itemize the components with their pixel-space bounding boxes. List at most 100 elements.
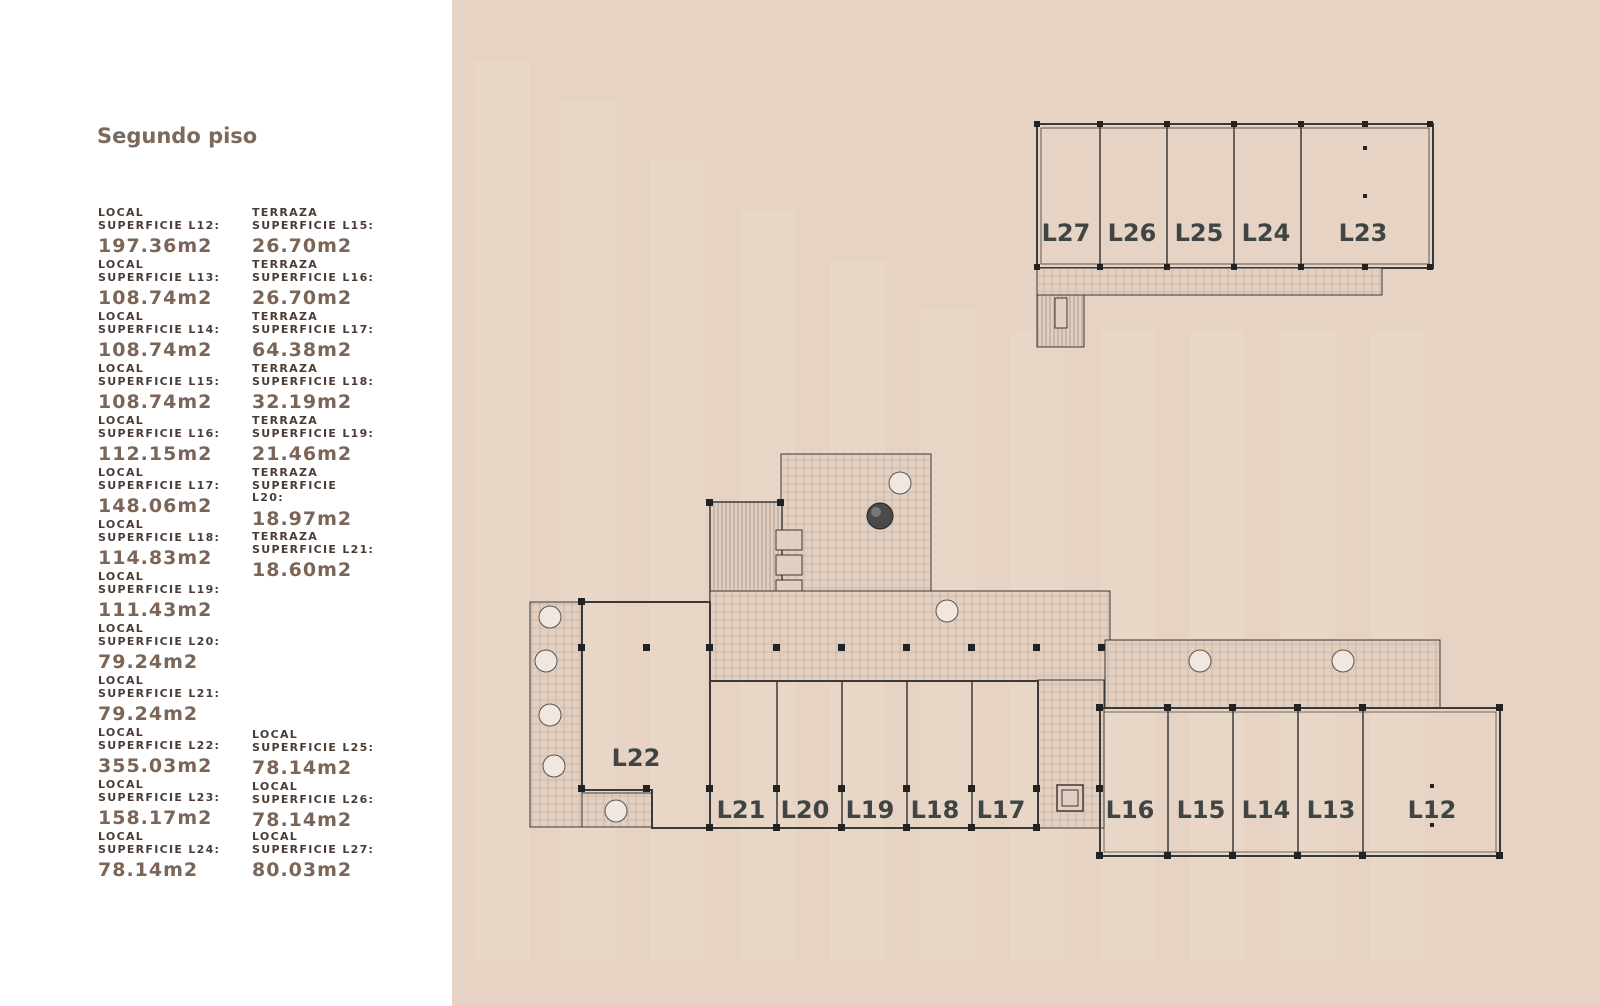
bottom-columns [578, 499, 1503, 859]
spec-item: LOCAL SUPERFICIE L22: 355.03m2 [98, 726, 243, 777]
spec-item: LOCAL SUPERFICIE L23: 158.17m2 [98, 778, 243, 829]
spec-type: LOCAL [98, 778, 145, 791]
spec-value: 26.70m2 [252, 287, 353, 309]
spec-type: TERRAZA [252, 414, 319, 427]
spec-value: 108.74m2 [98, 339, 213, 361]
spec-item: TERRAZA SUPERFICIE L16: 26.70m2 [252, 258, 397, 309]
spec-type: LOCAL [98, 466, 145, 479]
spec-item: TERRAZA SUPERFICIE L21: 18.60m2 [252, 530, 397, 581]
spec-label: SUPERFICIE L18: [98, 530, 221, 544]
spec-label: SUPERFICIE L19: [98, 582, 221, 596]
spec-value: 78.14m2 [252, 757, 353, 779]
spec-item: TERRAZA SUPERFICIE L17: 64.38m2 [252, 310, 397, 361]
spec-item: LOCAL SUPERFICIE L17: 148.06m2 [98, 466, 243, 517]
spec-label: SUPERFICIE L20: [98, 634, 221, 648]
spec-label: SUPERFICIE L24: [98, 842, 221, 856]
spec-item: TERRAZA SUPERFICIE L20: 18.97m2 [252, 466, 351, 529]
spec-type: LOCAL [98, 674, 145, 687]
spec-value: 32.19m2 [252, 391, 353, 413]
unit-label-l24: L24 [1242, 219, 1291, 247]
spec-label: SUPERFICIE L20: [252, 478, 338, 504]
spec-item: LOCAL SUPERFICIE L18: 114.83m2 [98, 518, 243, 569]
spec-value: 114.83m2 [98, 547, 213, 569]
spec-value: 79.24m2 [98, 703, 199, 725]
spec-item: LOCAL SUPERFICIE L16: 112.15m2 [98, 414, 243, 465]
top-columns [1034, 121, 1433, 270]
spec-label: SUPERFICIE L18: [252, 374, 375, 388]
spec-label: SUPERFICIE L14: [98, 322, 221, 336]
spec-value: 78.14m2 [98, 859, 199, 881]
spec-label: SUPERFICIE L17: [98, 478, 221, 492]
spec-item: TERRAZA SUPERFICIE L19: 21.46m2 [252, 414, 397, 465]
floor-plan: L27 L26 L25 L24 L23 L22 L21 L20 L19 L18 … [475, 60, 1503, 960]
unit-label-l27: L27 [1042, 219, 1091, 247]
spec-value: 80.03m2 [252, 859, 353, 881]
spec-item: LOCAL SUPERFICIE L25: 78.14m2 [252, 728, 397, 779]
spec-type: TERRAZA [252, 310, 319, 323]
spec-value: 78.14m2 [252, 809, 353, 831]
spec-label: SUPERFICIE L16: [98, 426, 221, 440]
spec-type: LOCAL [98, 414, 145, 427]
spec-type: LOCAL [98, 206, 145, 219]
spec-label: SUPERFICIE L27: [252, 842, 375, 856]
spec-value: 18.60m2 [252, 559, 353, 581]
spec-label: SUPERFICIE L22: [98, 738, 221, 752]
unit-label-l25: L25 [1175, 219, 1224, 247]
spec-item: LOCAL SUPERFICIE L21: 79.24m2 [98, 674, 243, 725]
unit-label-l22: L22 [612, 744, 661, 772]
spec-value: 26.70m2 [252, 235, 353, 257]
spec-type: LOCAL [98, 362, 145, 375]
spec-item: LOCAL SUPERFICIE L15: 108.74m2 [98, 362, 243, 413]
top-building [1036, 123, 1434, 348]
spec-value: 111.43m2 [98, 599, 213, 621]
spec-label: SUPERFICIE L19: [252, 426, 375, 440]
spec-type: TERRAZA [252, 206, 319, 219]
spec-label: SUPERFICIE L15: [252, 218, 375, 232]
spec-item: LOCAL SUPERFICIE L12: 197.36m2 [98, 206, 243, 257]
spec-label: SUPERFICIE L23: [98, 790, 221, 804]
spec-type: LOCAL [252, 728, 299, 741]
unit-label-l16: L16 [1106, 796, 1155, 824]
spec-item: LOCAL SUPERFICIE L13: 108.74m2 [98, 258, 243, 309]
tree-icon [866, 502, 894, 530]
spec-item: LOCAL SUPERFICIE L19: 111.43m2 [98, 570, 243, 621]
spec-item: TERRAZA SUPERFICIE L15: 26.70m2 [252, 206, 397, 257]
umbrella-icons [534, 471, 1355, 823]
spec-item: LOCAL SUPERFICIE L14: 108.74m2 [98, 310, 243, 361]
unit-label-l23: L23 [1339, 219, 1388, 247]
unit-label-l26: L26 [1108, 219, 1157, 247]
spec-label: SUPERFICIE L16: [252, 270, 375, 284]
spec-value: 355.03m2 [98, 755, 213, 777]
spec-type: LOCAL [98, 518, 145, 531]
spec-item: LOCAL SUPERFICIE L20: 79.24m2 [98, 622, 243, 673]
spec-item: TERRAZA SUPERFICIE L18: 32.19m2 [252, 362, 397, 413]
spec-type: LOCAL [252, 830, 299, 843]
spec-item: LOCAL SUPERFICIE L26: 78.14m2 [252, 780, 397, 831]
spec-type: LOCAL [252, 780, 299, 793]
unit-label-l15: L15 [1177, 796, 1226, 824]
spec-type: TERRAZA [252, 466, 319, 479]
spec-label: SUPERFICIE L21: [252, 542, 375, 556]
spec-label: SUPERFICIE L15: [98, 374, 221, 388]
spec-value: 21.46m2 [252, 443, 353, 465]
spec-type: LOCAL [98, 830, 145, 843]
spec-value: 112.15m2 [98, 443, 213, 465]
unit-label-l18: L18 [911, 796, 960, 824]
page-title: Segundo piso [97, 124, 258, 148]
spec-type: LOCAL [98, 570, 145, 583]
spec-value: 148.06m2 [98, 495, 213, 517]
unit-label-l14: L14 [1242, 796, 1291, 824]
unit-label-l12: L12 [1408, 796, 1457, 824]
floor-plan-panel: L27 L26 L25 L24 L23 L22 L21 L20 L19 L18 … [452, 0, 1600, 1006]
spec-value: 158.17m2 [98, 807, 213, 829]
spec-item: LOCAL SUPERFICIE L27: 80.03m2 [252, 830, 397, 881]
unit-label-l21: L21 [717, 796, 766, 824]
spec-type: LOCAL [98, 258, 145, 271]
spec-type: LOCAL [98, 726, 145, 739]
unit-labels: L27 L26 L25 L24 L23 L22 L21 L20 L19 L18 … [612, 219, 1457, 824]
spec-label: SUPERFICIE L12: [98, 218, 221, 232]
spec-value: 197.36m2 [98, 235, 213, 257]
spec-type: TERRAZA [252, 530, 319, 543]
spec-value: 108.74m2 [98, 287, 213, 309]
spec-label: SUPERFICIE L13: [98, 270, 221, 284]
